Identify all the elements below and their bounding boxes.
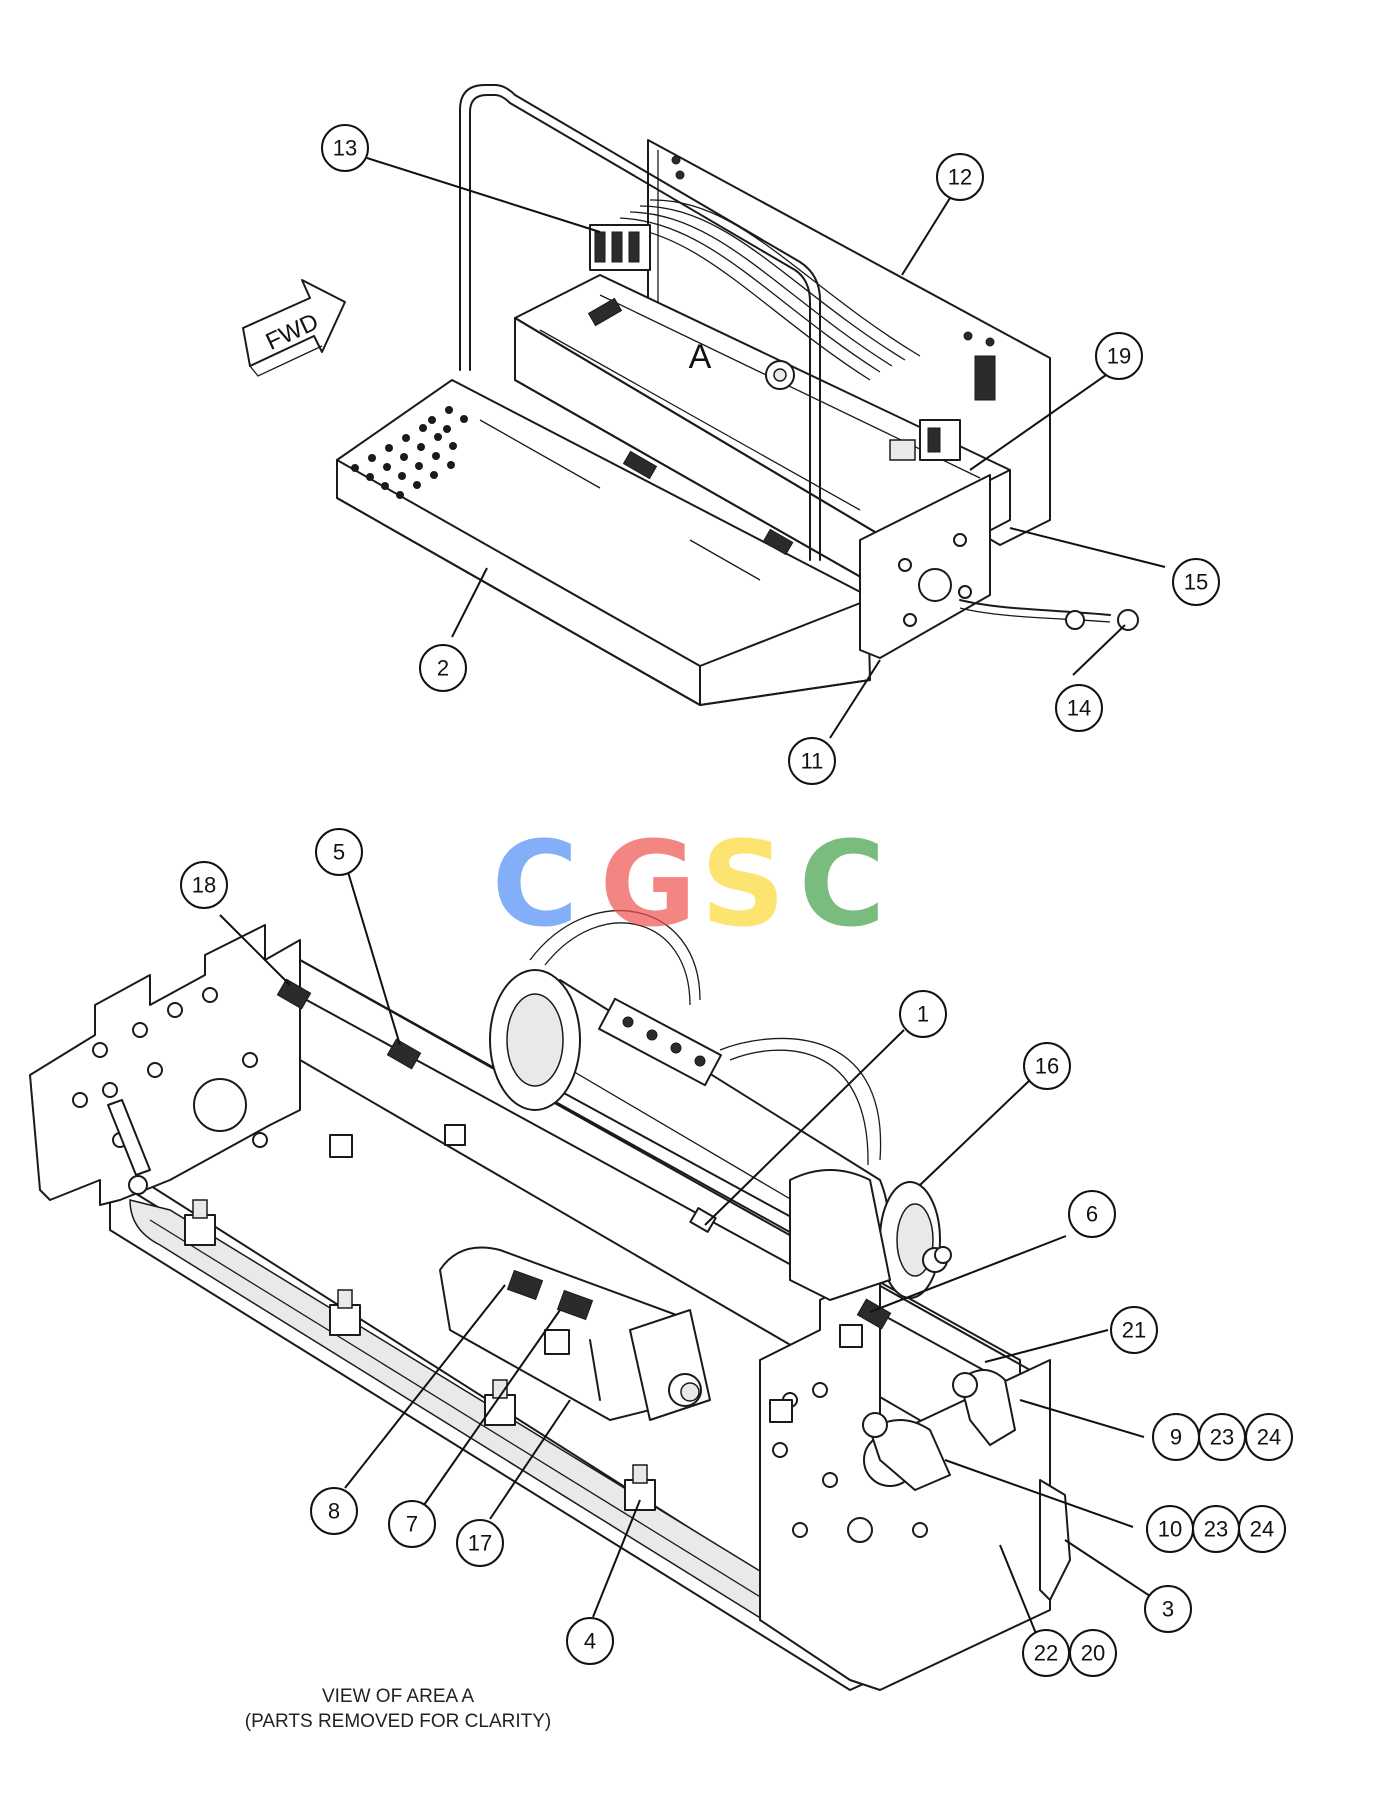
svg-text:20: 20 xyxy=(1081,1641,1105,1666)
callout-12: 12 xyxy=(936,153,984,201)
svg-text:17: 17 xyxy=(468,1531,492,1556)
svg-text:4: 4 xyxy=(584,1629,596,1654)
callout-4: 4 xyxy=(566,1617,614,1665)
callout-9: 9 xyxy=(1152,1413,1200,1461)
svg-text:15: 15 xyxy=(1184,570,1208,595)
svg-text:24: 24 xyxy=(1257,1425,1281,1450)
bottom-assembly-drawing xyxy=(29,910,1071,1691)
caption-line-1: VIEW OF AREA A xyxy=(322,1686,474,1707)
watermark-letter-3: S xyxy=(701,815,786,953)
callout-8: 8 xyxy=(310,1487,358,1535)
svg-text:23: 23 xyxy=(1204,1517,1228,1542)
svg-text:10: 10 xyxy=(1158,1517,1182,1542)
callouts-bottom: 18 5 1 16 6 21 9 23 24 10 23 24 3 22 20 … xyxy=(180,828,1293,1677)
callout-10: 10 xyxy=(1146,1505,1194,1553)
svg-text:24: 24 xyxy=(1250,1517,1274,1542)
callout-11: 11 xyxy=(788,737,836,785)
svg-text:16: 16 xyxy=(1035,1054,1059,1079)
watermark-letter-2: G xyxy=(600,815,697,953)
svg-text:7: 7 xyxy=(406,1512,418,1537)
watermark-letter-1: C xyxy=(492,815,579,953)
forward-arrow: FWD xyxy=(242,279,346,377)
callout-2: 2 xyxy=(419,644,467,692)
callout-6: 6 xyxy=(1068,1190,1116,1238)
watermark-letter-4: C xyxy=(799,815,886,953)
watermark: C G S C xyxy=(492,815,886,953)
callout-15: 15 xyxy=(1172,558,1220,606)
svg-text:1: 1 xyxy=(917,1002,929,1027)
leader-lines xyxy=(219,157,1166,1637)
caption-line-2: (PARTS REMOVED FOR CLARITY) xyxy=(245,1711,552,1732)
svg-text:21: 21 xyxy=(1122,1318,1146,1343)
svg-text:2: 2 xyxy=(437,656,449,681)
callout-20: 20 xyxy=(1069,1629,1117,1677)
top-assembly-drawing: A xyxy=(336,84,1139,706)
svg-text:13: 13 xyxy=(333,136,357,161)
svg-text:22: 22 xyxy=(1034,1641,1058,1666)
callout-7: 7 xyxy=(388,1500,436,1548)
svg-text:6: 6 xyxy=(1086,1202,1098,1227)
svg-text:14: 14 xyxy=(1067,696,1091,721)
callout-16: 16 xyxy=(1023,1042,1071,1090)
callout-22: 22 xyxy=(1022,1629,1070,1677)
svg-text:19: 19 xyxy=(1107,344,1131,369)
svg-text:3: 3 xyxy=(1162,1597,1174,1622)
callout-1: 1 xyxy=(899,990,947,1038)
callout-24-a: 24 xyxy=(1245,1413,1293,1461)
svg-text:8: 8 xyxy=(328,1499,340,1524)
callout-17: 17 xyxy=(456,1519,504,1567)
callout-14: 14 xyxy=(1055,684,1103,732)
svg-text:5: 5 xyxy=(333,840,345,865)
callout-24-b: 24 xyxy=(1238,1505,1286,1553)
callouts-top: 13 12 19 15 14 11 2 xyxy=(321,124,1220,785)
callout-23-a: 23 xyxy=(1198,1413,1246,1461)
callout-18: 18 xyxy=(180,861,228,909)
step-perforations xyxy=(351,406,468,499)
svg-text:9: 9 xyxy=(1170,1425,1182,1450)
callout-19: 19 xyxy=(1095,332,1143,380)
callout-5: 5 xyxy=(315,828,363,876)
callout-13: 13 xyxy=(321,124,369,172)
callout-23-b: 23 xyxy=(1192,1505,1240,1553)
callout-3: 3 xyxy=(1144,1585,1192,1633)
svg-text:23: 23 xyxy=(1210,1425,1234,1450)
mounting-studs xyxy=(184,1124,863,1511)
svg-text:18: 18 xyxy=(192,873,216,898)
area-a-label: A xyxy=(689,338,712,376)
callout-21: 21 xyxy=(1110,1306,1158,1354)
svg-text:11: 11 xyxy=(801,749,824,774)
svg-text:12: 12 xyxy=(948,165,972,190)
